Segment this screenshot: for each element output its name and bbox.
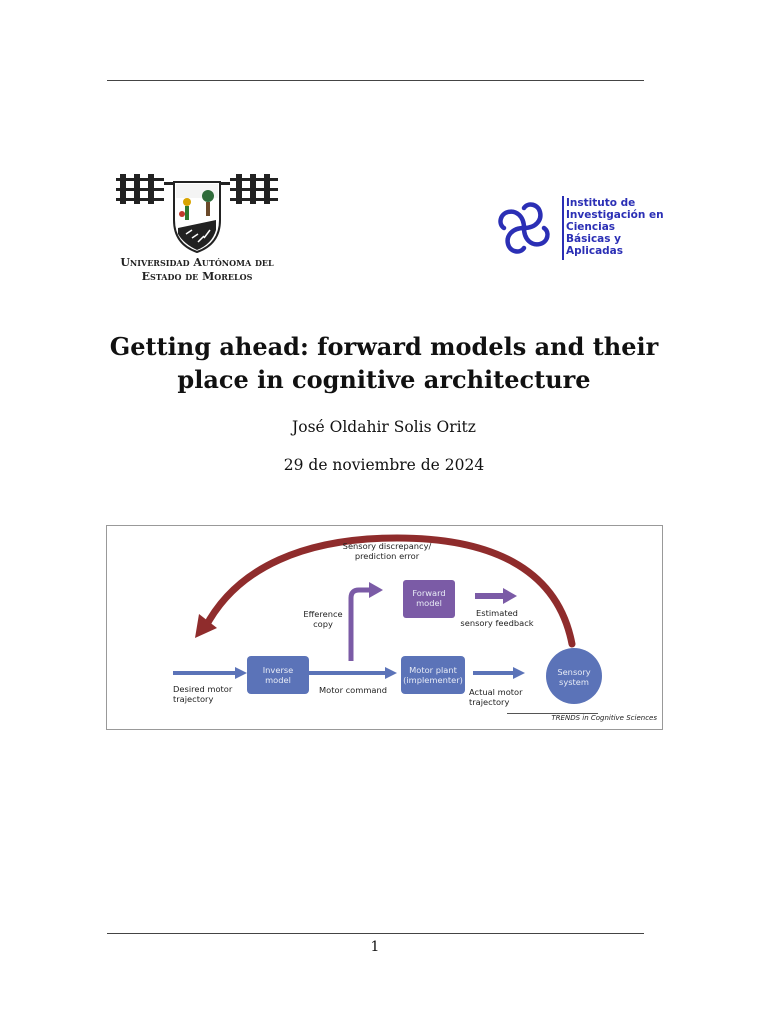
desired-label: Desired motor trajectory xyxy=(173,684,253,704)
inverse-model-label-line1: Inverse xyxy=(262,665,294,675)
author-name: José Oldahir Solis Oritz xyxy=(292,418,476,436)
iicba-divider xyxy=(562,196,564,260)
sensory-system-label-line2: system xyxy=(559,677,589,687)
iicba-line3: Ciencias xyxy=(566,221,616,233)
uaem-name-line1: Universidad Autónoma del xyxy=(120,256,274,269)
estimated-label-line2: sensory feedback xyxy=(460,618,534,628)
motor-command-label: Motor command xyxy=(319,685,388,695)
sensory-system-label: Sensory system xyxy=(546,667,602,687)
feedback-label-line2: prediction error xyxy=(354,551,420,561)
forward-model-box xyxy=(403,580,455,618)
actual-label-line2: trajectory xyxy=(469,697,510,707)
motor-plant-label-line2: (implementer) xyxy=(403,675,463,685)
actual-label: Actual motor trajectory xyxy=(469,687,539,707)
title-line2: place in cognitive architecture xyxy=(177,365,591,394)
document-date: 29 de noviembre de 2024 xyxy=(283,456,485,474)
efference-label-line1: Efference xyxy=(303,609,343,619)
motor-plant-box xyxy=(401,656,465,694)
efference-arrow xyxy=(348,587,371,661)
efference-label: Efference copy xyxy=(297,609,349,629)
iicba-logo: Instituto de Investigación en Ciencias B… xyxy=(486,188,666,268)
iicba-line2: Investigación en xyxy=(566,209,664,221)
inverse-model-label-line2: model xyxy=(265,675,291,685)
estimated-label-line1: Estimated xyxy=(476,608,518,618)
forward-model-label: Forward model xyxy=(403,588,455,608)
bottom-rule xyxy=(107,933,644,934)
swirl-icon xyxy=(498,202,550,254)
feedback-arrow xyxy=(201,534,576,648)
title-line1: Getting ahead: forward models and their xyxy=(109,332,659,361)
forward-model-figure: Sensory discrepancy/ prediction error Ef… xyxy=(106,525,663,730)
motor-plant-label: Motor plant (implementer) xyxy=(401,665,465,685)
estimated-label: Estimated sensory feedback xyxy=(457,608,537,628)
uaem-name-line2: Estado de Morelos xyxy=(141,270,253,283)
uaem-name: Universidad Autónoma del Estado de Morel… xyxy=(112,256,282,284)
feedback-arrowhead xyxy=(195,614,217,638)
inverse-model-box xyxy=(247,656,309,694)
iicba-name: Instituto de Investigación en Ciencias B… xyxy=(566,197,666,257)
top-rule xyxy=(107,80,644,81)
iicba-line1: Instituto de xyxy=(566,197,636,209)
feedback-label: Sensory discrepancy/ prediction error xyxy=(322,541,452,561)
feedback-label-line1: Sensory discrepancy/ xyxy=(342,541,432,551)
efference-label-line2: copy xyxy=(313,619,333,629)
desired-label-line2: trajectory xyxy=(173,694,214,704)
iicba-line4: Básicas y xyxy=(566,233,621,245)
forward-model-label-line2: model xyxy=(416,598,442,608)
sensory-system-label-line1: Sensory xyxy=(557,667,591,677)
forward-model-label-line1: Forward xyxy=(412,588,446,598)
uaem-crest-icon xyxy=(116,174,278,254)
sensory-system-circle xyxy=(546,648,602,704)
figure-credit: TRENDS in Cognitive Sciences xyxy=(551,714,657,722)
credit-rule xyxy=(507,713,598,714)
actual-label-line1: Actual motor xyxy=(469,687,523,697)
uaem-logo: Universidad Autónoma del Estado de Morel… xyxy=(112,168,282,288)
desired-label-line1: Desired motor xyxy=(173,684,233,694)
document-title: Getting ahead: forward models and their … xyxy=(80,330,688,396)
motor-plant-label-line1: Motor plant xyxy=(409,665,457,675)
inverse-model-label: Inverse model xyxy=(247,665,309,685)
page-number: 1 xyxy=(370,939,380,955)
iicba-line5: Aplicadas xyxy=(566,245,624,257)
figure-diagram xyxy=(173,534,602,704)
